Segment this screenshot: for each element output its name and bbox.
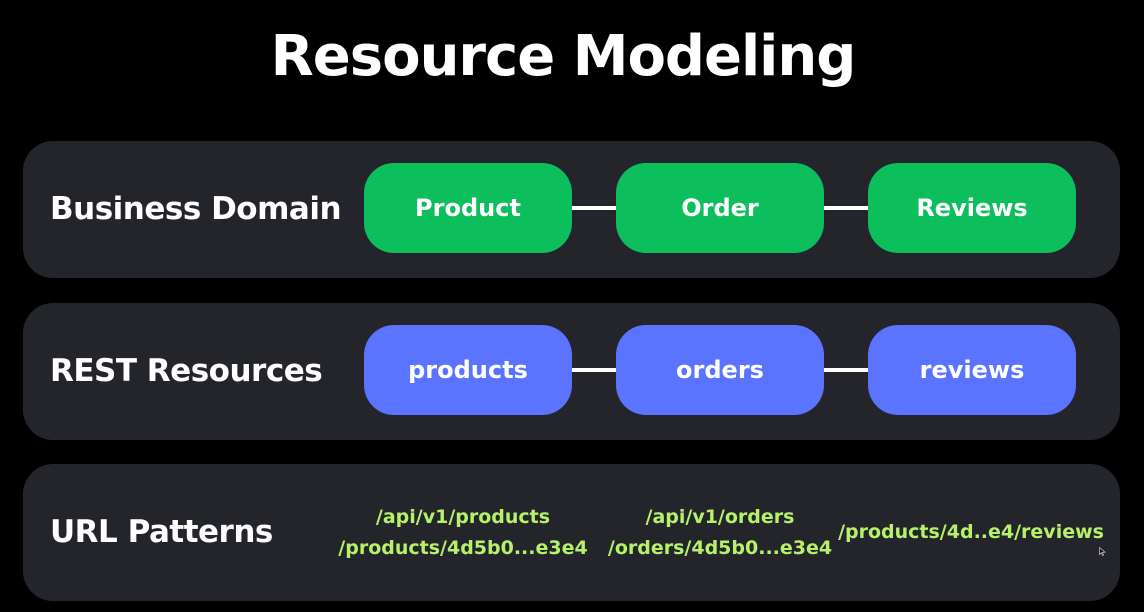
rest-resources-row: REST Resources products orders reviews xyxy=(23,303,1120,440)
product-reviews-url: /products/4d..e4/reviews xyxy=(838,521,1104,543)
business-domain-label: Business Domain xyxy=(50,191,342,227)
product-item-url: /products/4d5b0...e3e4 xyxy=(338,536,588,559)
products-resource-node: products xyxy=(364,325,572,415)
product-node: Product xyxy=(364,163,572,253)
reviews-node: Reviews xyxy=(868,163,1076,253)
orders-collection-url: /api/v1/orders xyxy=(645,505,795,528)
reviews-url-patterns: /products/4d..e4/reviews xyxy=(838,464,1104,601)
business-domain-row: Business Domain Product Order Reviews xyxy=(23,141,1120,278)
product-order-connector xyxy=(572,206,616,210)
products-url-patterns: /api/v1/products /products/4d5b0...e3e4 xyxy=(338,464,587,601)
order-reviews-connector xyxy=(824,206,868,210)
order-item-url: /orders/4d5b0...e3e4 xyxy=(607,536,833,559)
page-title: Resource Modeling xyxy=(270,24,857,89)
orders-resource-node: orders xyxy=(616,325,824,415)
orders-reviews-connector xyxy=(824,368,868,372)
products-collection-url: /api/v1/products xyxy=(375,505,551,528)
mouse-pointer-icon xyxy=(1099,547,1106,556)
url-patterns-label: URL Patterns xyxy=(50,514,273,550)
reviews-resource-node: reviews xyxy=(868,325,1076,415)
rest-resources-label: REST Resources xyxy=(50,353,323,389)
products-orders-connector xyxy=(572,368,616,372)
orders-url-patterns: /api/v1/orders /orders/4d5b0...e3e4 xyxy=(600,464,840,601)
order-node: Order xyxy=(616,163,824,253)
url-patterns-row: URL Patterns /api/v1/products /products/… xyxy=(23,464,1120,601)
